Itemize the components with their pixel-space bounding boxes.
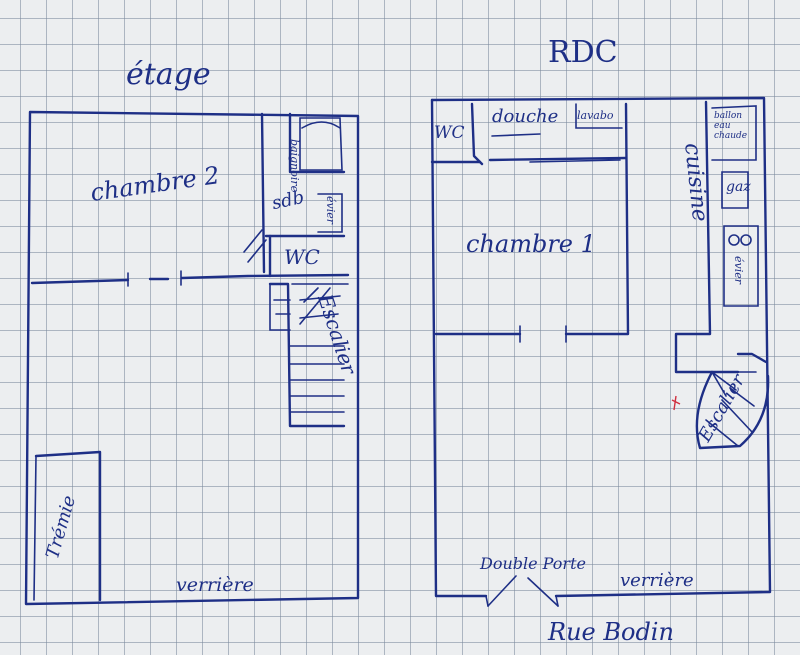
fixture-label-gas: gaz — [726, 179, 751, 195]
room-label-wc-upper: WC — [284, 245, 320, 269]
ground-floor-walls — [430, 96, 772, 607]
label-street: Rue Bodin — [548, 618, 674, 646]
label-double-door: Double Porte — [480, 554, 586, 573]
upper-floor-title: étage — [126, 57, 211, 92]
fixture-label-sink: évier — [324, 196, 337, 225]
fixture-label-bathtub: baignoire — [288, 139, 301, 193]
fixture-label-boiler: ballon eau chaude — [714, 111, 748, 141]
label-skylight-ground: verrière — [620, 570, 694, 591]
fixture-label-washbasin: lavabo — [577, 109, 614, 122]
ground-floor-title: RDC — [548, 35, 618, 70]
fixture-label-sink-ground: évier — [732, 256, 745, 285]
red-pen-mark — [671, 395, 681, 411]
label-skylight-upper: verrière — [176, 574, 254, 596]
room-label-wc-ground: WC — [434, 123, 465, 143]
upper-floor-walls — [24, 110, 360, 606]
room-label-shower: douche — [492, 106, 559, 127]
room-label-bedroom-1: chambre 1 — [466, 230, 596, 258]
